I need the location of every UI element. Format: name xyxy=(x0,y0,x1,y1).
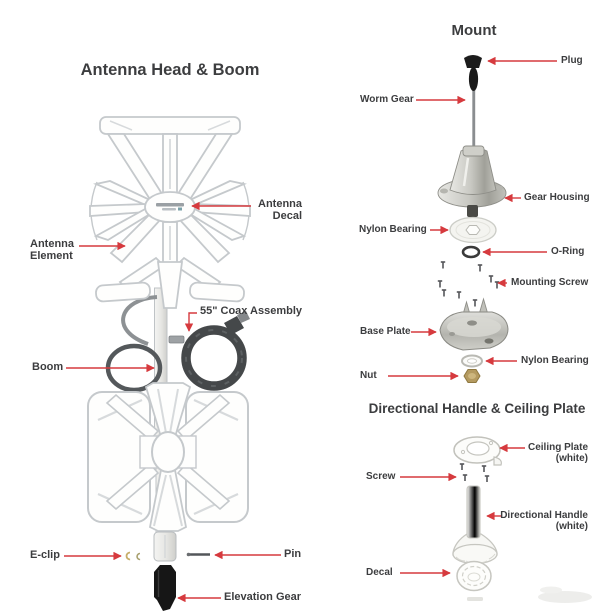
label-base-plate: Base Plate xyxy=(360,326,411,337)
pin-part xyxy=(186,552,210,557)
label-antenna-decal: Antenna Decal xyxy=(258,198,302,222)
label-ceiling-plate: Ceiling Plate (white) xyxy=(516,442,588,464)
worm-gear-part xyxy=(468,67,479,150)
label-coax-assembly: 55" Coax Assembly xyxy=(200,305,303,317)
handle-section-title: Directional Handle & Ceiling Plate xyxy=(368,401,586,416)
label-nut: Nut xyxy=(360,370,377,381)
label-e-clip: E-clip xyxy=(30,549,60,561)
nut-part xyxy=(463,369,481,383)
label-mounting-screw: Mounting Screw xyxy=(511,277,589,288)
label-directional-handle: Directional Handle (white) xyxy=(498,510,588,532)
elevation-gear-part xyxy=(154,565,176,611)
label-nylon-bearing-upper: Nylon Bearing xyxy=(359,224,427,235)
watermark-smudge xyxy=(538,586,592,603)
label-pin: Pin xyxy=(284,548,302,560)
antenna-head-bottom xyxy=(87,382,249,532)
label-o-ring: O-Ring xyxy=(551,246,585,257)
label-worm-gear: Worm Gear xyxy=(360,94,414,105)
arrow-coax-assembly xyxy=(184,312,197,332)
decal-part xyxy=(456,560,492,601)
callout-arrows xyxy=(64,56,557,603)
coax-coil xyxy=(168,311,250,391)
gear-housing-part xyxy=(437,145,507,217)
antenna-head-top xyxy=(89,116,251,309)
label-decal: Decal xyxy=(366,567,393,578)
label-plug: Plug xyxy=(561,55,583,66)
label-screw: Screw xyxy=(366,471,396,482)
handle-screws xyxy=(459,463,490,482)
boom-end-sleeve xyxy=(153,531,177,562)
antenna-section-title: Antenna Head & Boom xyxy=(80,61,260,79)
nylon-bearing-lower-part xyxy=(461,354,483,368)
label-ceiling-plate-line1: Ceiling Plate xyxy=(527,442,588,453)
label-nylon-bearing-lower: Nylon Bearing xyxy=(521,355,589,366)
coax-wire-loops xyxy=(105,295,163,393)
base-plate-part xyxy=(439,297,509,351)
antenna-head-boom-illustration xyxy=(87,116,251,611)
mount-illustration xyxy=(437,55,509,383)
label-directional-handle-line2: (white) xyxy=(555,521,588,532)
directional-handle-part xyxy=(452,485,498,565)
label-elevation-gear: Elevation Gear xyxy=(224,591,302,603)
label-ceiling-plate-line2: (white) xyxy=(555,453,588,464)
ceiling-plate-part xyxy=(453,436,502,466)
label-gear-housing: Gear Housing xyxy=(524,192,590,203)
antenna-decal-mark xyxy=(156,203,184,211)
mount-section-title: Mount xyxy=(451,22,497,39)
nylon-bearing-upper-part xyxy=(449,216,497,244)
o-ring-part xyxy=(461,245,481,259)
label-boom: Boom xyxy=(32,361,64,373)
e-clips xyxy=(125,551,141,561)
plug-part xyxy=(464,55,482,68)
mounting-screws xyxy=(437,261,500,307)
label-directional-handle-line1: Directional Handle xyxy=(500,510,588,521)
handle-illustration xyxy=(452,436,592,603)
label-antenna-element: Antenna Element xyxy=(30,238,74,262)
